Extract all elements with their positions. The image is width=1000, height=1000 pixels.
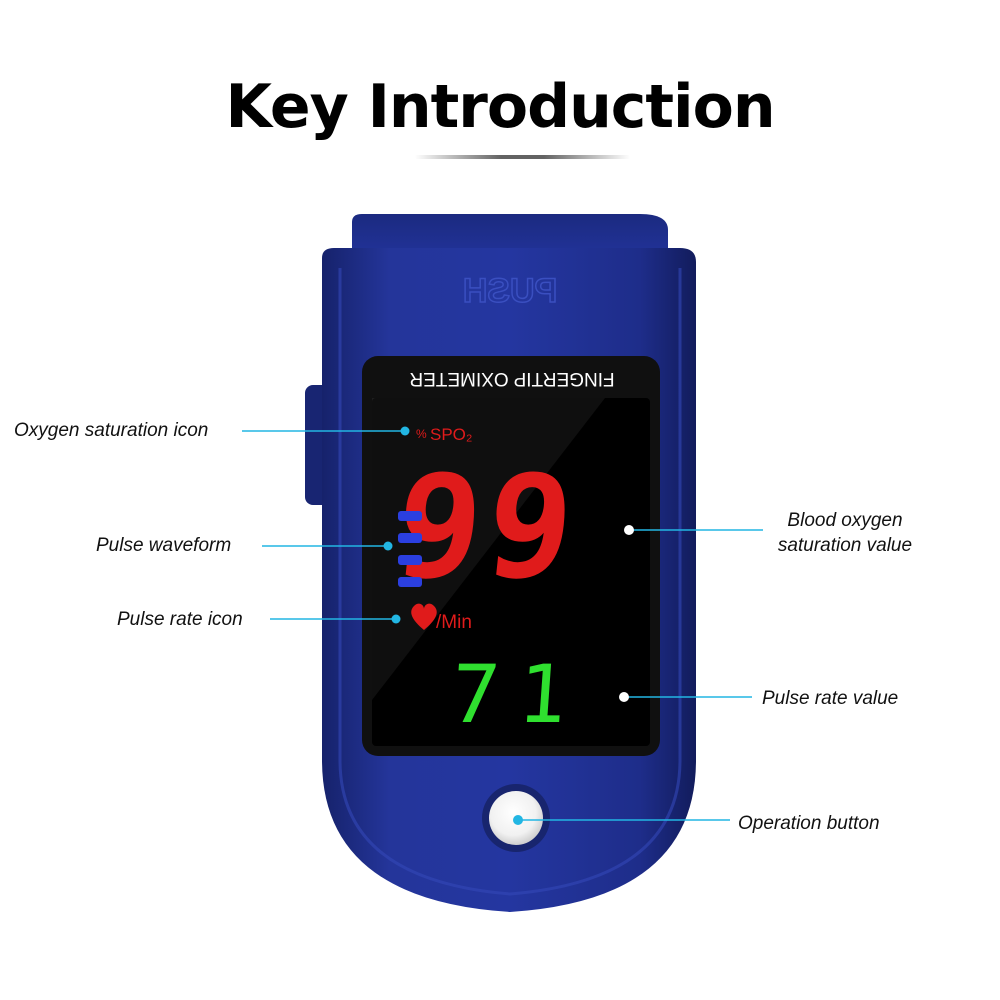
callout-lines — [242, 430, 763, 821]
label-pulse-rate-value: Pulse rate value — [762, 688, 899, 709]
screen — [372, 398, 650, 746]
top-cap — [352, 214, 668, 258]
page-title: Key Introduction — [225, 72, 775, 142]
label-pulse-waveform: Pulse waveform — [96, 535, 232, 556]
label-blood-oxygen-line1: Blood oxygen — [787, 510, 903, 531]
waveform-bar — [398, 577, 422, 587]
device-body-highlight — [338, 268, 682, 896]
callout-dot-spo2-value — [624, 525, 634, 535]
callout-dot-button — [513, 815, 523, 825]
pulse-waveform — [398, 511, 422, 587]
heart-icon — [411, 603, 437, 630]
waveform-bar — [398, 511, 422, 521]
pulse-unit: /Min — [436, 612, 472, 633]
label-blood-oxygen-value: Blood oxygen saturation value — [760, 508, 930, 558]
screen-header-text: FINGERTIP OXIMETER — [409, 368, 614, 389]
label-pulse-rate-icon: Pulse rate icon — [117, 609, 243, 630]
spo2-label: SPO₂ — [430, 425, 473, 444]
waveform-bar — [398, 533, 422, 543]
callout-dots — [383, 426, 634, 825]
push-text: PUSH — [463, 272, 557, 310]
callout-dot-pulse-value — [619, 692, 629, 702]
label-oxygen-saturation-icon: Oxygen saturation icon — [14, 420, 209, 441]
screen-glare — [372, 398, 605, 700]
spo2-unit: % — [416, 427, 427, 441]
callout-dot-waveform — [383, 541, 393, 551]
waveform-bar — [398, 555, 422, 565]
title-underline — [415, 155, 630, 159]
label-blood-oxygen-line2: saturation value — [777, 535, 913, 556]
label-operation-button: Operation button — [738, 813, 880, 834]
callout-dot-oxygen-icon — [400, 426, 410, 436]
callout-dot-pulse-icon — [391, 614, 401, 624]
